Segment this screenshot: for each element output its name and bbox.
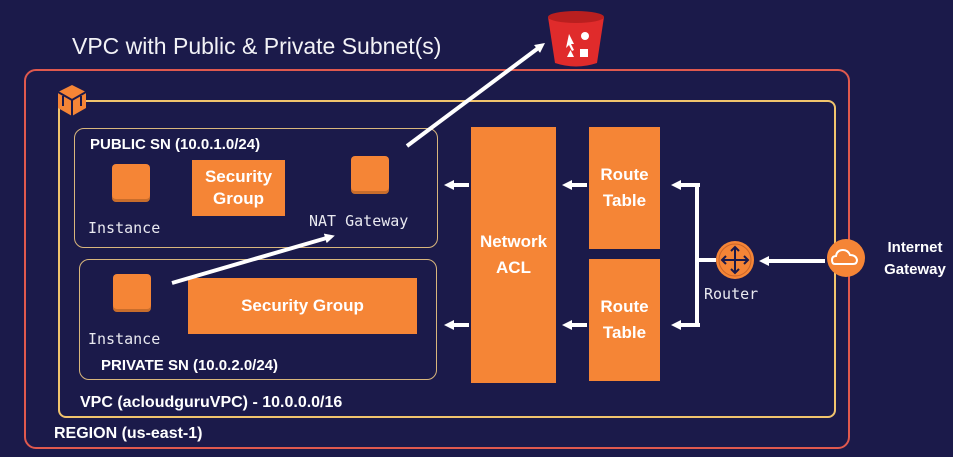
router-icon xyxy=(716,241,754,279)
public-subnet-label: PUBLIC SN (10.0.1.0/24) xyxy=(90,136,261,153)
nat-gateway-icon xyxy=(351,156,389,194)
s3-bucket-icon xyxy=(548,11,604,67)
rt1-line2: Table xyxy=(602,191,647,210)
rt1-line1: Route xyxy=(600,165,649,184)
igw-line2: Gateway xyxy=(884,261,946,278)
aws-logo-icon xyxy=(57,85,87,116)
private-instance-icon xyxy=(113,274,151,312)
public-subnet xyxy=(74,128,438,248)
public-instance-icon xyxy=(112,164,150,202)
public-sg-line1: Security xyxy=(204,167,273,186)
router-label: Router xyxy=(704,285,759,303)
rt2-line2: Table xyxy=(602,323,647,342)
nat-gateway-label: NAT Gateway xyxy=(309,212,409,230)
router-bracket xyxy=(695,183,700,327)
private-security-group: Security Group xyxy=(188,278,417,334)
private-subnet-label: PRIVATE SN (10.0.2.0/24) xyxy=(101,357,279,374)
arrow-instance-to-nat xyxy=(171,233,335,285)
arrow-nat-to-s3 xyxy=(405,43,546,148)
public-instance-label: Instance xyxy=(88,219,161,237)
nacl-line1: Network xyxy=(479,232,548,251)
diagram-title: VPC with Public & Private Subnet(s) xyxy=(72,33,442,59)
internet-gateway-icon xyxy=(827,239,865,277)
private-instance-label: Instance xyxy=(88,330,161,348)
vpc-label: VPC (acloudguruVPC) - 10.0.0.0/16 xyxy=(80,394,343,411)
public-sg-line2: Group xyxy=(213,189,264,208)
rt2-line1: Route xyxy=(600,297,649,316)
region-label: REGION (us-east-1) xyxy=(54,425,203,442)
nacl-line2: ACL xyxy=(496,258,531,277)
igw-line1: Internet xyxy=(887,239,943,256)
